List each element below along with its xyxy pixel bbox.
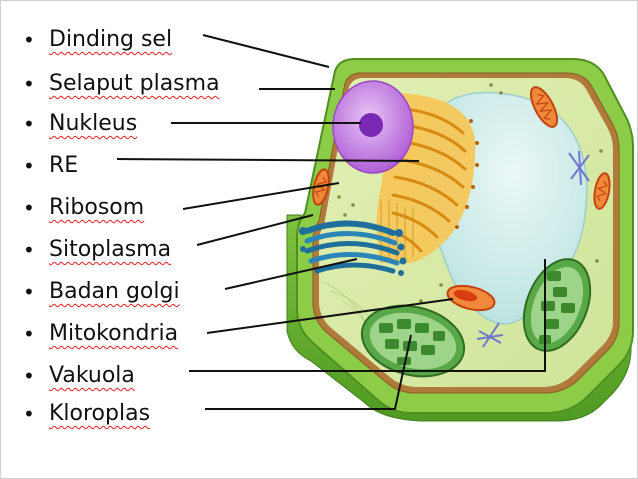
nucleolus — [359, 113, 383, 137]
bullet-icon: • — [23, 72, 35, 96]
bullet-icon: • — [23, 28, 35, 52]
label-text: RE — [49, 153, 79, 178]
leader-line-sitoplasma — [196, 214, 314, 246]
bullet-icon: • — [23, 364, 35, 388]
label-text: Badan golgi — [49, 279, 180, 304]
nucleus — [332, 80, 414, 174]
bullet-icon: • — [23, 196, 35, 220]
leader-line-ribosom — [182, 182, 340, 210]
label-text: Vakuola — [49, 363, 135, 388]
bullet-icon: • — [23, 402, 35, 426]
label-text: Sitoplasma — [49, 237, 172, 262]
bullet-icon: • — [23, 322, 35, 346]
ribosomes — [337, 83, 603, 303]
bullet-icon: • — [23, 280, 35, 304]
label-text: Kloroplas — [49, 401, 151, 426]
leader-line-re — [116, 158, 420, 162]
mitochondria — [312, 86, 611, 312]
bullet-icon: • — [23, 238, 35, 262]
leader-line-kloroplas — [205, 334, 412, 410]
leader-line-dinding-sel — [202, 34, 330, 68]
leader-line-badan-golgi — [224, 258, 358, 290]
golgi-apparatus — [299, 220, 407, 276]
bullet-icon: • — [23, 112, 35, 136]
label-text: Selaput plasma — [49, 71, 220, 96]
chloroplast-left — [360, 304, 466, 378]
leader-lines — [116, 34, 546, 410]
cytoskeleton — [476, 150, 590, 348]
label-text: Ribosom — [49, 195, 145, 220]
bullet-icon: • — [23, 154, 35, 178]
label-text: Mitokondria — [49, 321, 179, 346]
leader-line-vakuola — [189, 259, 546, 372]
leader-line-mitokondria — [206, 298, 454, 334]
label-text: Nukleus — [49, 111, 138, 136]
label-text: Dinding sel — [49, 27, 173, 52]
